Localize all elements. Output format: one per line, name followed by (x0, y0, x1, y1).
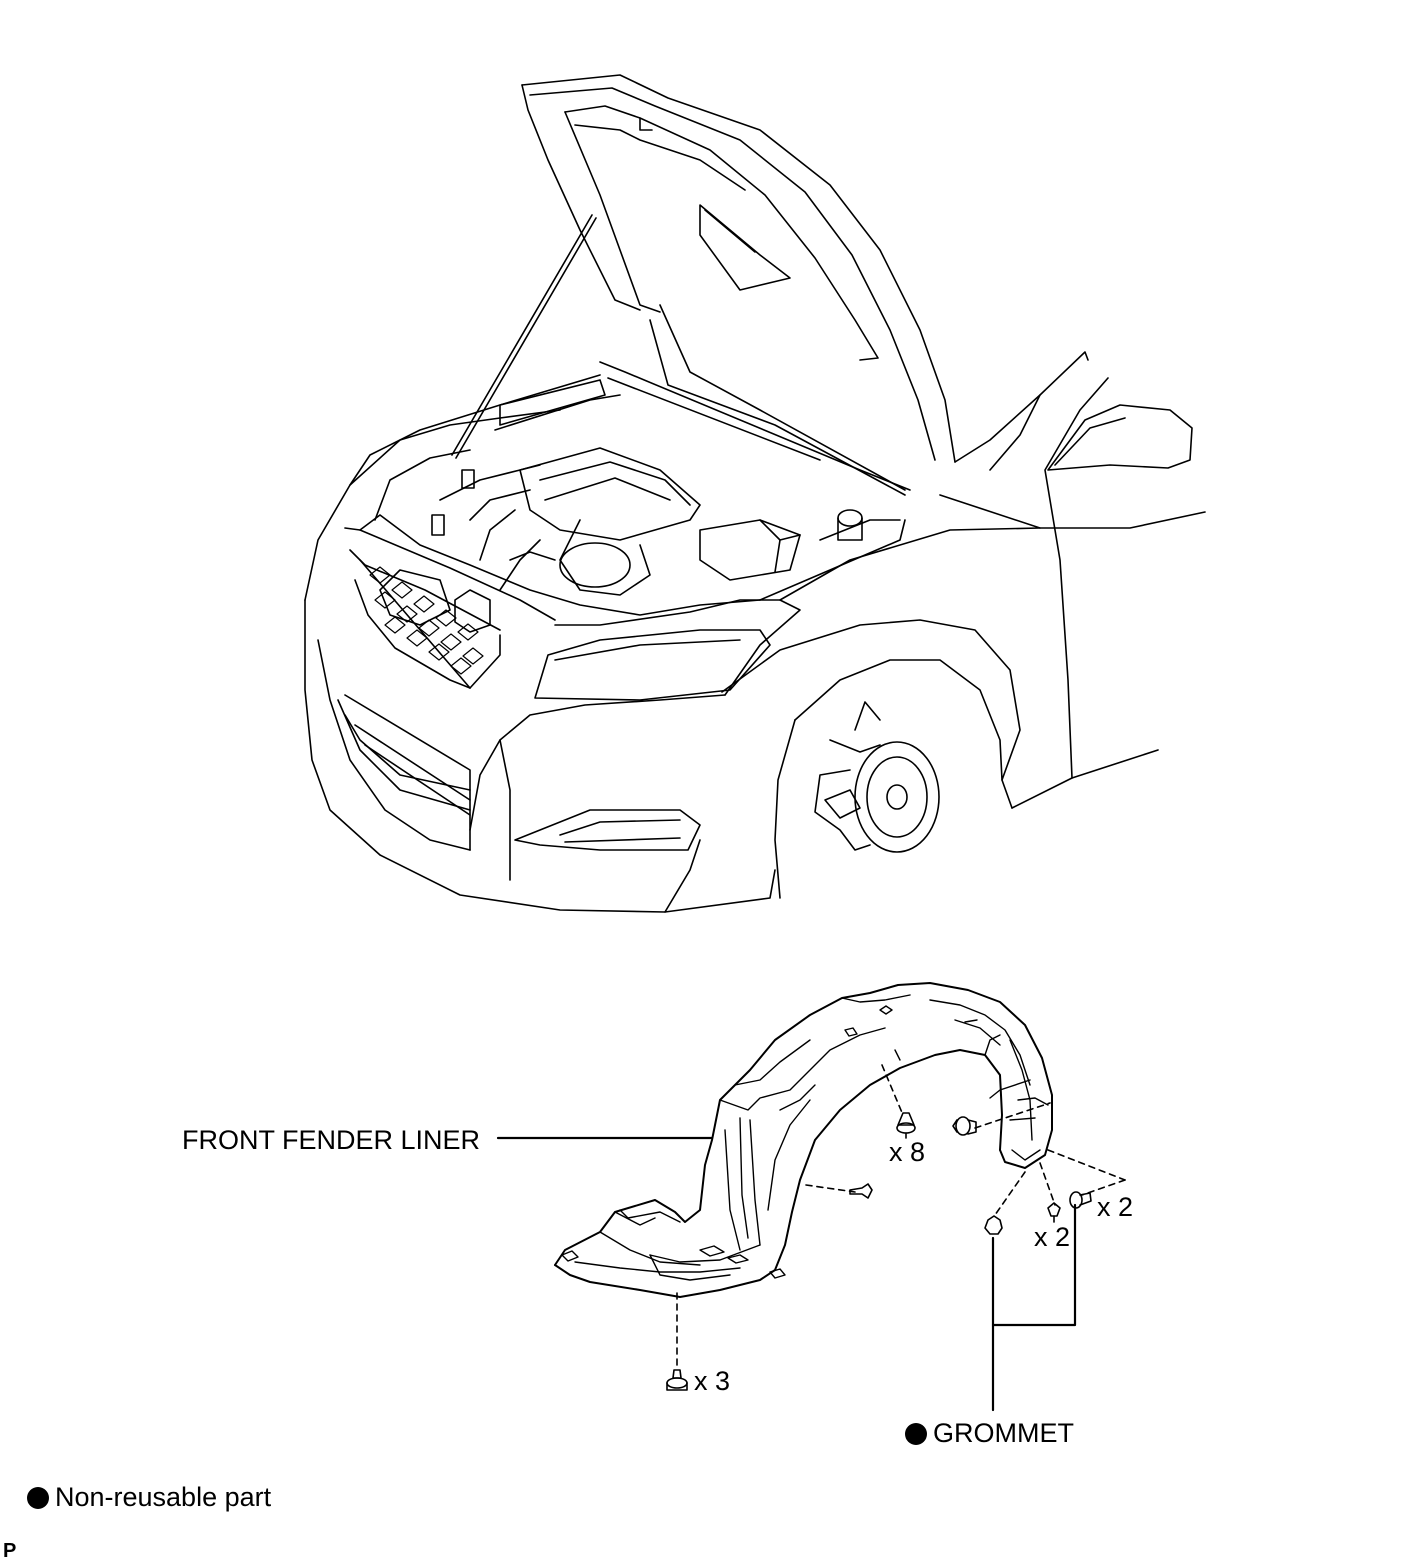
quantity-x2-screw-label: x 2 (1034, 1222, 1071, 1252)
page-mark: P (3, 1540, 17, 1562)
grommet-leader (991, 1203, 1077, 1327)
clip-x2 (1047, 1202, 1061, 1223)
clip-side (849, 1183, 873, 1199)
front-fender-liner-label: FRONT FENDER LINER (182, 1125, 481, 1155)
screw-fastener-top (952, 1116, 977, 1136)
grommet-part (984, 1215, 1003, 1235)
bolt-x3 (666, 1369, 688, 1391)
clip-x8 (896, 1112, 916, 1139)
legend-non-reusable-text: Non-reusable part (55, 1482, 272, 1512)
quantity-x2-clip-label: x 2 (1097, 1192, 1134, 1222)
non-reusable-bullet-icon (905, 1423, 927, 1445)
legend-bullet-icon (27, 1487, 49, 1509)
fender-liner-illustration (554, 982, 1053, 1298)
leader-lines (496, 1136, 1077, 1412)
screw-x2 (1069, 1191, 1092, 1209)
fender-liner-detail (561, 994, 1049, 1281)
legend-non-reusable: Non-reusable part (27, 1482, 271, 1512)
quantity-x8-label: x 8 (889, 1137, 926, 1167)
grommet-label-text: GROMMET (933, 1418, 1074, 1448)
grommet-label: GROMMET (905, 1418, 1074, 1448)
vehicle-illustration (304, 74, 1206, 913)
quantity-x3-label: x 3 (694, 1366, 731, 1396)
